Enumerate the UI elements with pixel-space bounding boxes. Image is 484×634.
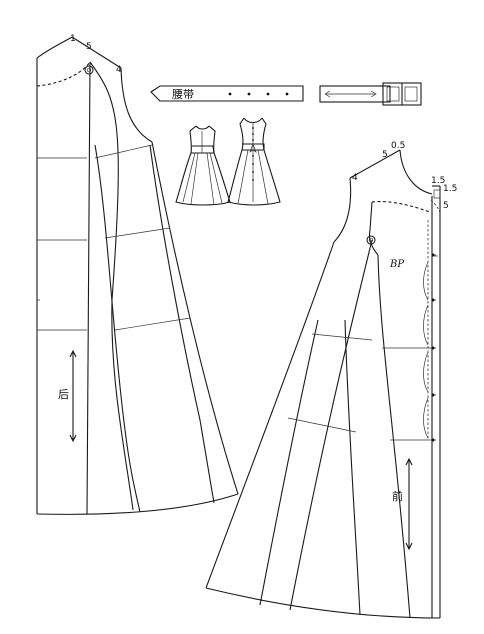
placket-depth-label: 5 [443, 201, 449, 211]
belt-label: 腰带 [172, 88, 194, 101]
front-neck-depth-label: 0.5 [391, 141, 405, 151]
back-neck-width-label: 5 [86, 42, 92, 52]
dress-front-view-illustration [227, 117, 281, 206]
placket-width-label-1: 1.5 [431, 176, 445, 186]
belt-strap [150, 85, 304, 102]
bust-point-label: BP [389, 259, 404, 270]
back-pattern-piece [36, 36, 239, 515]
front-pattern-piece [205, 149, 441, 619]
front-piece-label: 前 [392, 489, 403, 503]
front-neck-width-label: 5 [382, 150, 388, 160]
back-neck-depth-label: 1 [70, 34, 76, 44]
front-shoulder-label: 4 [352, 173, 358, 183]
dress-back-view-illustration [175, 125, 231, 206]
back-piece-label: 后 [58, 388, 69, 401]
belt-buckle-piece [319, 82, 422, 106]
placket-width-label-2: 1.5 [443, 184, 457, 194]
back-shoulder-label: 4 [116, 65, 122, 75]
